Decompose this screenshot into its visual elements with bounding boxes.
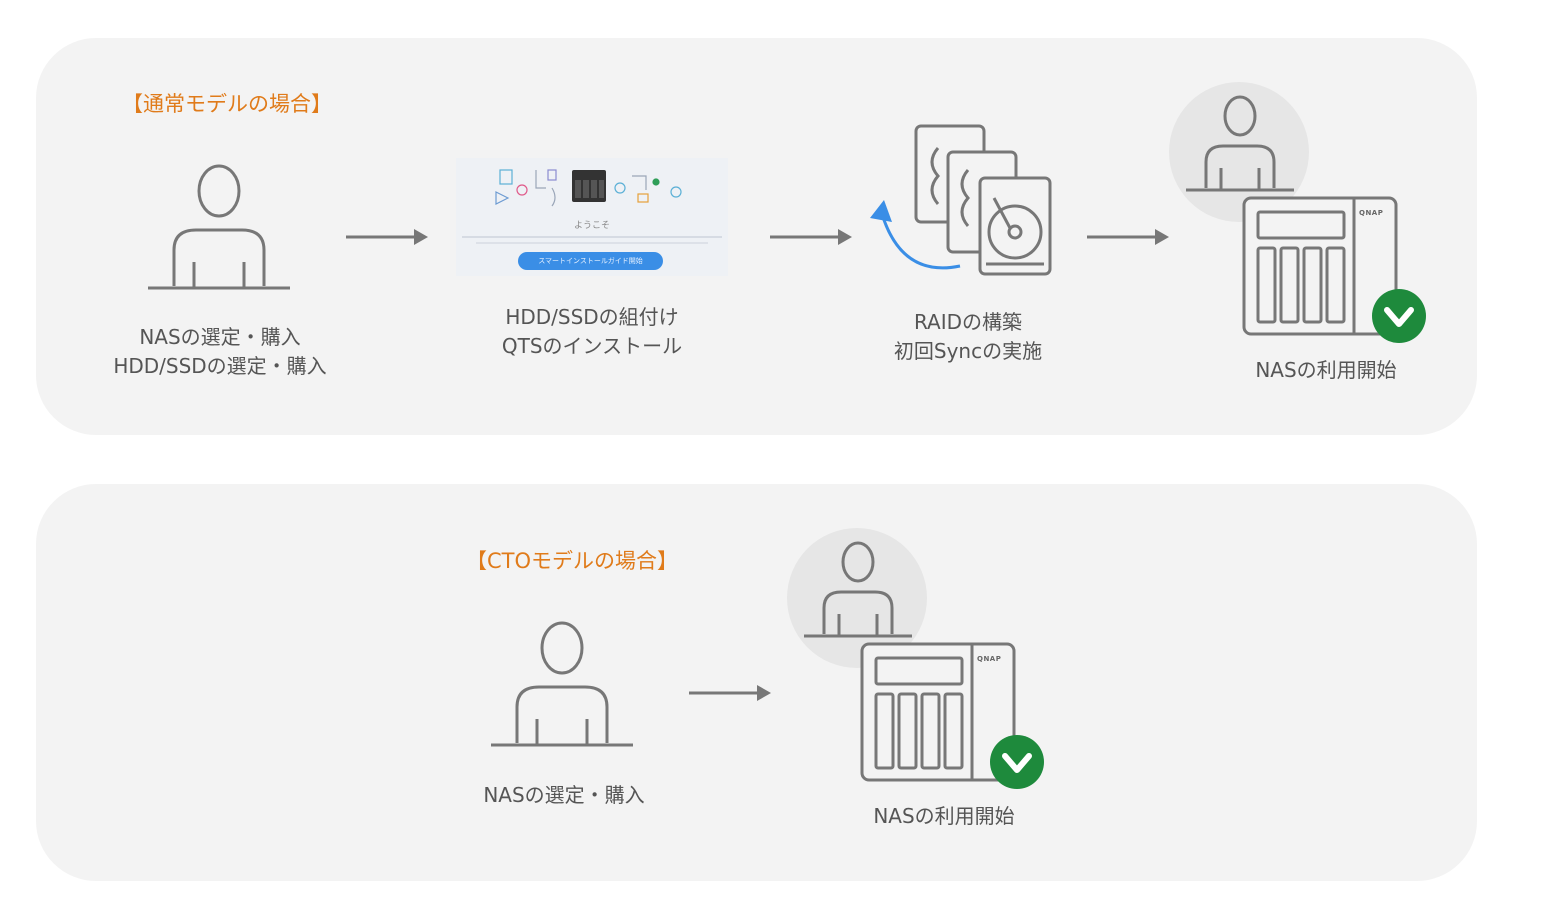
brand-logo: QNAP [977, 655, 1002, 663]
nas-device-icon [860, 642, 1016, 782]
caption-line: NASの選定・購入 [139, 325, 301, 349]
step-caption: NASの利用開始 [1166, 356, 1486, 385]
arrow-right-icon [1087, 229, 1169, 245]
smart-install-button: スマートインストールガイド開始 [518, 252, 663, 270]
step-caption: RAIDの構築 初回Syncの実施 [808, 308, 1128, 366]
user-icon [804, 541, 912, 638]
sync-arrow-icon [870, 200, 961, 270]
user-icon [491, 621, 633, 747]
hdd-stack-icon [870, 124, 1052, 276]
checkmark-icon [1372, 289, 1426, 343]
caption-line: HDD/SSDの選定・購入 [113, 354, 327, 378]
nas-device-icon [1242, 196, 1398, 336]
checkmark-icon [990, 735, 1044, 789]
arrow-right-icon [689, 685, 771, 701]
caption-line: RAIDの構築 [913, 310, 1023, 334]
cto-model-panel [36, 484, 1477, 881]
arrow-right-icon [346, 229, 428, 245]
user-icon [148, 164, 290, 290]
caption-line: QTSのインストール [501, 334, 683, 358]
step-caption: HDD/SSDの組付け QTSのインストール [432, 303, 752, 361]
welcome-text: ようこそ [574, 221, 611, 231]
user-icon [1186, 95, 1294, 192]
step-caption: NASの選定・購入 HDD/SSDの選定・購入 [60, 323, 380, 381]
normal-model-heading: 【通常モデルの場合】 [122, 92, 332, 116]
caption-line: NASの利用開始 [873, 804, 1015, 828]
brand-logo: QNAP [1359, 209, 1384, 217]
step-caption: NASの利用開始 [784, 802, 1104, 831]
nas-ready-icon [1169, 82, 1426, 343]
caption-line: 初回Syncの実施 [893, 339, 1043, 363]
caption-line: HDD/SSDの組付け [505, 305, 679, 329]
caption-line: NASの利用開始 [1255, 358, 1397, 382]
cto-model-heading: 【CTOモデルの場合】 [466, 549, 679, 573]
nas-ready-icon [787, 528, 1044, 789]
step-caption: NASの選定・購入 [404, 781, 724, 810]
caption-line: NASの選定・購入 [483, 783, 645, 807]
arrow-right-icon [770, 229, 852, 245]
